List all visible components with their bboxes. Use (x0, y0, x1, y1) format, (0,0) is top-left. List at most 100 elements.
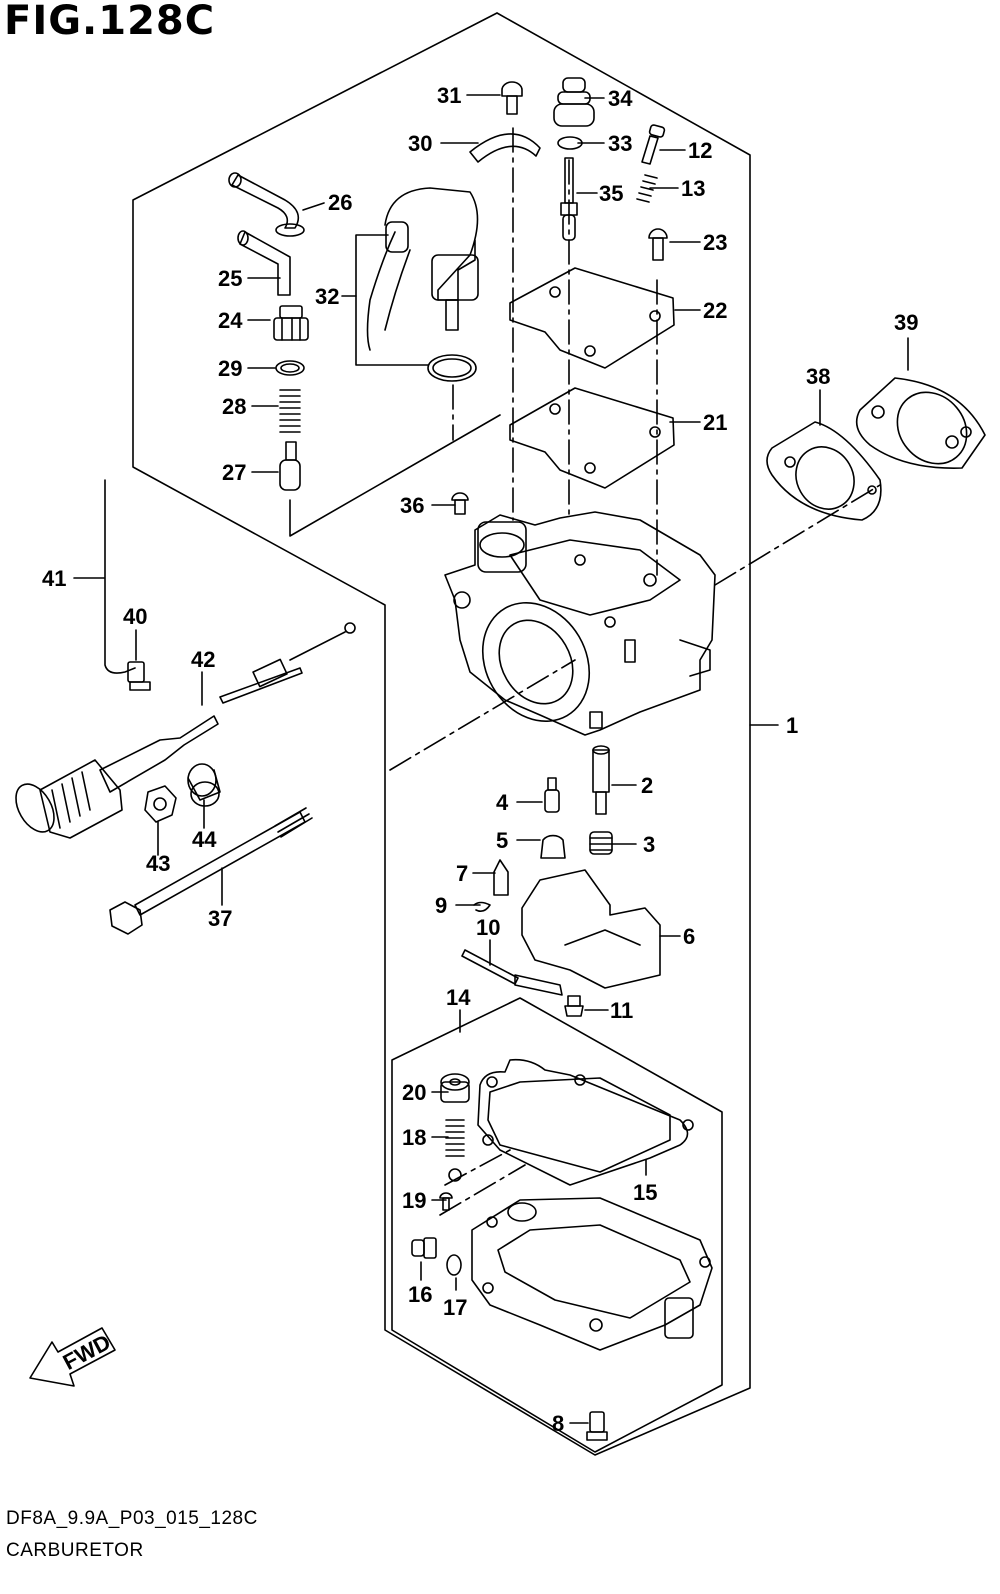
callout-18: 18 (402, 1125, 426, 1150)
bolt-37 (109, 807, 313, 935)
callout-32: 32 (315, 284, 339, 309)
valve-27 (279, 441, 301, 491)
callout-41: 41 (42, 566, 66, 591)
o-ring-33 (557, 136, 583, 150)
spring-28 (279, 389, 301, 433)
callout-1: 1 (786, 713, 798, 738)
screw-23 (648, 228, 668, 261)
screw-19 (439, 1192, 453, 1211)
callout-3: 3 (643, 832, 655, 857)
fwd-arrow-icon (29, 1327, 116, 1387)
clip-9 (473, 901, 491, 912)
screw-8 (586, 1411, 608, 1441)
cover-plate-22 (509, 267, 675, 369)
callout-25: 25 (218, 266, 242, 291)
callout-27: 27 (222, 460, 246, 485)
carburetor-body-1 (444, 511, 716, 736)
callout-26: 26 (328, 190, 352, 215)
callout-12: 12 (688, 138, 712, 163)
screw-12 (641, 124, 666, 165)
spring-13 (636, 174, 658, 203)
screw-31 (501, 81, 523, 115)
callout-5: 5 (496, 828, 508, 853)
callout-44: 44 (192, 827, 217, 852)
jet-4 (544, 777, 560, 813)
choke-rod-41 (104, 479, 136, 674)
gasket-38 (766, 421, 882, 521)
callout-19: 19 (402, 1188, 426, 1213)
figure-title: FIG.128C (4, 0, 216, 44)
callout-38: 38 (806, 364, 830, 389)
needle-valve-7 (493, 859, 509, 896)
tube-2 (592, 745, 610, 815)
callout-7: 7 (456, 861, 468, 886)
valve-group-outline (289, 414, 501, 537)
screw-11 (564, 995, 584, 1017)
washer-17 (446, 1254, 462, 1276)
callout-10: 10 (476, 915, 500, 940)
callout-9: 9 (435, 893, 447, 918)
callout-13: 13 (681, 176, 705, 201)
choke-knob (15, 759, 123, 839)
cap-5 (540, 834, 566, 859)
clip-40 (127, 661, 151, 691)
callout-16: 16 (408, 1282, 432, 1307)
gasket-21 (509, 387, 675, 489)
callout-14: 14 (446, 985, 471, 1010)
callout-24: 24 (218, 308, 243, 333)
callout-11: 11 (610, 998, 633, 1023)
solenoid-32 (366, 187, 479, 351)
callout-43: 43 (146, 851, 170, 876)
screw-36 (451, 492, 469, 515)
o-ring-32 (427, 354, 477, 382)
boot-34 (553, 77, 595, 127)
callout-4: 4 (496, 790, 509, 815)
nut-43 (144, 785, 177, 823)
callout-37: 37 (208, 906, 232, 931)
plug-20 (440, 1073, 470, 1103)
hose-26 (231, 174, 300, 229)
drawing-code: DF8A_9.9A_P03_015_128C (6, 1508, 258, 1529)
callout-31: 31 (437, 83, 461, 108)
fitting-24 (273, 305, 309, 341)
figure-caption: CARBURETOR (6, 1540, 144, 1561)
callout-22: 22 (703, 298, 727, 323)
callout-29: 29 (218, 356, 242, 381)
spring-18 (445, 1119, 465, 1157)
grommet-44 (187, 763, 221, 807)
o-ring-29 (275, 360, 305, 376)
callout-34: 34 (608, 86, 633, 111)
callout-28: 28 (222, 394, 246, 419)
callout-15: 15 (633, 1180, 657, 1205)
assembly-boundary-outline (132, 12, 751, 1456)
alignment-centerlines (389, 127, 881, 1216)
callout-39: 39 (894, 310, 918, 335)
gasket-15 (477, 1058, 694, 1186)
leader-lines (73, 94, 909, 1424)
callout-17: 17 (443, 1295, 467, 1320)
callout-42: 42 (191, 647, 215, 672)
callout-20: 20 (402, 1080, 426, 1105)
clamp-30 (469, 133, 541, 163)
float-bowl-14 (471, 1197, 713, 1351)
callout-2: 2 (641, 773, 653, 798)
needle-35 (560, 157, 578, 241)
drain-screw-16 (411, 1237, 437, 1259)
callout-8: 8 (552, 1411, 564, 1436)
callout-23: 23 (703, 230, 727, 255)
float-bowl-subassembly-outline (391, 997, 723, 1453)
callout-40: 40 (123, 604, 147, 629)
insulator-39 (855, 377, 986, 469)
callout-33: 33 (608, 131, 632, 156)
callout-30: 30 (408, 131, 432, 156)
callout-21: 21 (703, 410, 727, 435)
callout-labels: 1 2 3 4 5 6 7 8 9 10 11 12 13 14 15 16 1… (42, 83, 918, 1436)
callout-36: 36 (400, 493, 424, 518)
callout-6: 6 (683, 924, 695, 949)
ball (448, 1168, 462, 1182)
float-6 (514, 869, 661, 996)
choke-cable-42 (99, 622, 356, 793)
callout-35: 35 (599, 181, 623, 206)
